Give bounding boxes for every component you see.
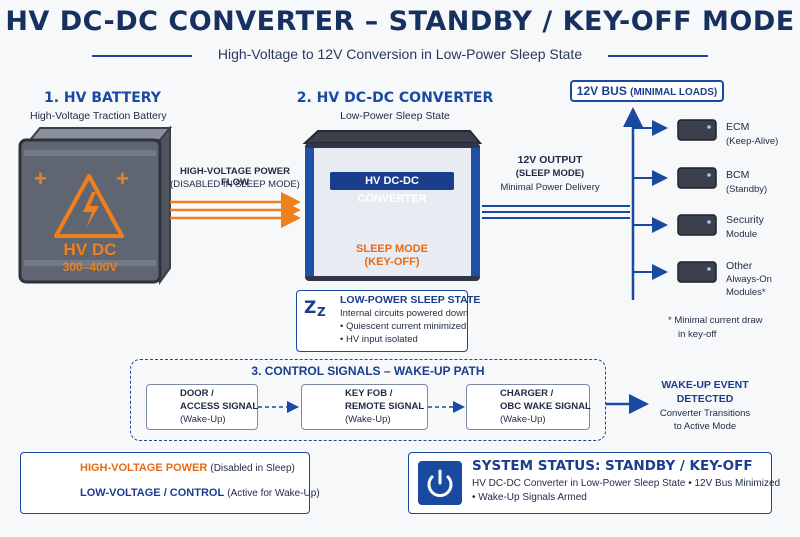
sleep-z-small-icon: Z [317,305,326,319]
battery-plus-left: + [34,166,47,191]
page-subtitle: High-Voltage to 12V Conversion in Low-Po… [217,46,583,62]
page-title: HV DC-DC CONVERTER – STANDBY / KEY-OFF M… [5,6,795,37]
module-security-name: Security [726,214,764,226]
module-other-name: Other [726,260,753,272]
control-title: 3. CONTROL SIGNALS – WAKE-UP PATH [251,364,485,378]
bus-footnote-line2: in key-off [678,329,717,340]
signal-charger-line3: (Wake-Up) [500,414,546,425]
battery-label: HV DC [63,240,117,259]
sleep-state-bullet2: • HV input isolated [340,334,418,345]
status-line1: HV DC-DC Converter in Low-Power Sleep St… [472,478,781,489]
subtitle-rule-right [608,55,708,57]
converter-stripe-right [471,148,480,276]
bus-label: 12V BUS [576,84,627,98]
legend-lv-note: (Active for Wake-Up) [227,488,320,499]
hv-power-flow-arrows [170,192,301,228]
battery-subheading: High-Voltage Traction Battery [30,110,167,122]
output-line1: 12V OUTPUT [517,154,583,166]
converter-stripe-left [305,148,314,276]
module-bcm-detail: (Standby) [726,184,768,195]
signal-keyfob-line3: (Wake-Up) [345,414,391,425]
signal-door-line1: DOOR / [180,388,214,399]
sleep-mode-line1: SLEEP MODE [356,243,428,255]
converter-body [305,143,480,281]
status-title: SYSTEM STATUS: STANDBY / KEY-OFF [472,458,753,474]
wake-event-title1: WAKE-UP EVENT [661,379,749,391]
signal-keyfob-line1: KEY FOB / [345,388,393,399]
module-bcm-name: BCM [726,169,750,181]
bus-label-small: (MINIMAL LOADS) [630,87,718,98]
signal-keyfob-box [301,384,428,430]
wake-event-line2: to Active Mode [673,421,737,432]
legend-lv: LOW-VOLTAGE / CONTROL (Active for Wake-U… [80,487,320,499]
legend-hv-label: HIGH-VOLTAGE POWER [80,462,208,474]
ecu-module-icons [677,119,717,283]
converter-badge: HV DC-DC CONVERTER [330,172,454,205]
signal-keyfob-line2: REMOTE SIGNAL [345,401,425,412]
hv-flow-label: HIGH-VOLTAGE POWER FLOW [180,166,290,188]
signal-door-box [146,384,258,430]
legend-hv-note: (Disabled in Sleep) [210,463,295,474]
module-ecm-name: ECM [726,121,750,133]
signal-charger-line2: OBC WAKE SIGNAL [500,401,591,412]
signal-door-line2: ACCESS SIGNAL [180,401,259,412]
converter-heading: 2. HV DC-DC CONVERTER [296,90,494,106]
sleep-state-panel [296,290,468,352]
output-line2: (SLEEP MODE) [515,168,585,179]
battery-voltage: 300–400V [62,260,118,274]
system-status-panel [408,452,772,514]
output-arrows [482,205,630,219]
control-signals-panel [130,359,606,441]
hv-flow-note: (DISABLED IN SLEEP MODE) [170,179,300,190]
converter-subheading: Low-Power Sleep State [340,110,450,122]
sleep-mode-line2: (KEY-OFF) [364,256,420,268]
bus-footnote-line1: * Minimal current draw [668,315,763,326]
module-security-detail: Module [726,229,758,240]
wake-event-title2: DETECTED [676,393,734,405]
signal-charger-box [466,384,590,430]
converter-top [302,130,483,144]
hv-battery-icon [18,125,173,286]
battery-plus-right: + [116,166,129,191]
signal-charger-line1: CHARGER / [500,388,554,399]
wake-event-line1: Converter Transitions [659,408,751,419]
sleep-state-title: LOW-POWER SLEEP STATE [340,294,481,306]
status-power-icon [418,461,462,505]
output-line3: Minimal Power Delivery [500,182,600,193]
legend-lv-label: LOW-VOLTAGE / CONTROL [80,487,225,499]
sleep-state-line1: Internal circuits powered down [340,308,469,319]
bus-label-box: 12V BUS (MINIMAL LOADS) [570,80,724,102]
sleep-state-bullet1: • Quiescent current minimized [340,321,467,332]
legend-hv: HIGH-VOLTAGE POWER (Disabled in Sleep) [80,462,295,474]
module-ecm-detail: (Keep-Alive) [726,136,779,147]
battery-heading: 1. HV BATTERY [44,90,161,106]
sleep-z-icon: Z [304,298,317,318]
signal-door-line3: (Wake-Up) [180,414,226,425]
module-other-detail: Always-On [726,274,772,285]
status-line2: • Wake-Up Signals Armed [472,492,587,503]
legend-panel [20,452,310,514]
module-other-detail2: Modules* [726,287,766,298]
subtitle-rule-left [92,55,192,57]
